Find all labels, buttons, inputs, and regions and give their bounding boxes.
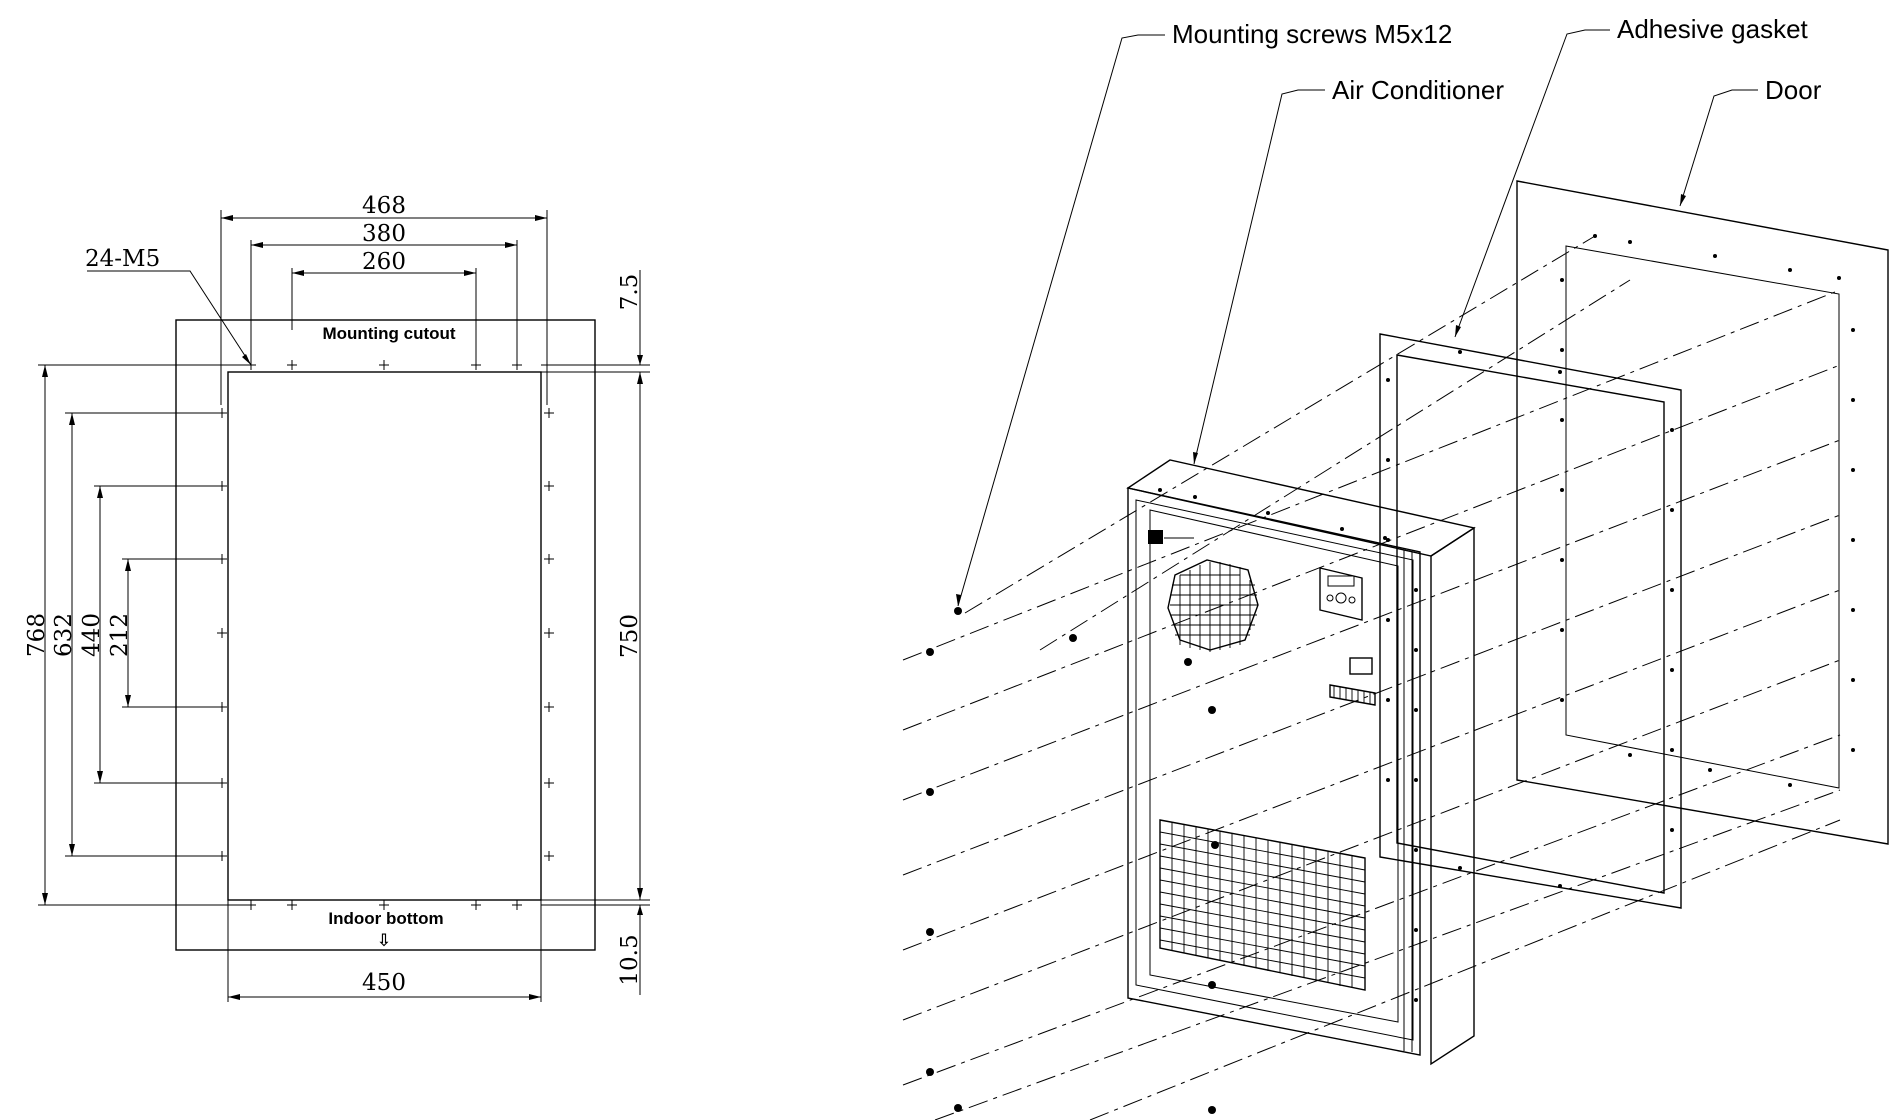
dim-7-5: 7.5 bbox=[617, 274, 643, 311]
cutout-outline bbox=[227, 371, 542, 901]
dim-750: 750 bbox=[617, 614, 643, 658]
callout-door: Door bbox=[1765, 75, 1822, 105]
alignment-lines bbox=[902, 235, 1841, 1120]
dimension-lines-left bbox=[42, 365, 131, 905]
connector-block bbox=[1329, 657, 1376, 706]
extension-lines-top bbox=[220, 210, 548, 405]
condenser-grille bbox=[1159, 819, 1366, 991]
dim-260: 260 bbox=[362, 249, 406, 275]
label-mounting-cutout: Mounting cutout bbox=[322, 324, 455, 343]
hole-note-leader bbox=[87, 270, 252, 366]
dim-212: 212 bbox=[107, 613, 133, 657]
air-conditioner-unit bbox=[1126, 459, 1476, 1066]
down-arrow-icon: ⇩ bbox=[377, 931, 391, 950]
callout-air-conditioner: Air Conditioner bbox=[1332, 75, 1504, 105]
hole-row-top bbox=[246, 360, 522, 370]
brand-logo bbox=[1148, 530, 1163, 544]
hole-column-left bbox=[217, 408, 227, 861]
door-panel bbox=[1516, 180, 1889, 845]
dimension-lines-top bbox=[221, 215, 547, 276]
extension-lines-left bbox=[38, 364, 246, 906]
dimension-lines-right bbox=[637, 270, 643, 995]
callout-leaders bbox=[956, 29, 1758, 607]
dim-380: 380 bbox=[362, 221, 406, 247]
dim-632: 632 bbox=[51, 613, 77, 657]
callout-adhesive-gasket: Adhesive gasket bbox=[1617, 14, 1809, 44]
exploded-assembly-view: Mounting screws M5x12 Air Conditioner Ad… bbox=[902, 14, 1889, 1120]
callout-mounting-screws: Mounting screws M5x12 bbox=[1172, 19, 1452, 49]
hole-row-bottom bbox=[246, 900, 522, 910]
door-outline bbox=[175, 319, 596, 951]
fan-grille bbox=[1167, 559, 1259, 652]
hole-note: 24-M5 bbox=[85, 246, 160, 272]
dim-10-5: 10.5 bbox=[617, 934, 643, 985]
adhesive-gasket bbox=[1379, 333, 1682, 909]
dim-450: 450 bbox=[362, 970, 406, 996]
extension-lines-right bbox=[541, 364, 650, 906]
controller-panel bbox=[1319, 567, 1363, 621]
mounting-screws bbox=[926, 607, 1219, 1114]
dimension-line-bottom bbox=[228, 994, 541, 1000]
mounting-cutout-drawing: 468 380 260 24-M5 Mounting cutout 768 63… bbox=[24, 193, 650, 1002]
hole-column-right bbox=[544, 408, 554, 861]
dim-440: 440 bbox=[79, 613, 105, 657]
extension-lines-bottom bbox=[227, 900, 542, 1002]
mounting-holes bbox=[217, 360, 554, 910]
dim-468: 468 bbox=[362, 193, 406, 219]
dim-768: 768 bbox=[24, 613, 50, 657]
label-indoor-bottom: Indoor bottom bbox=[328, 909, 443, 928]
